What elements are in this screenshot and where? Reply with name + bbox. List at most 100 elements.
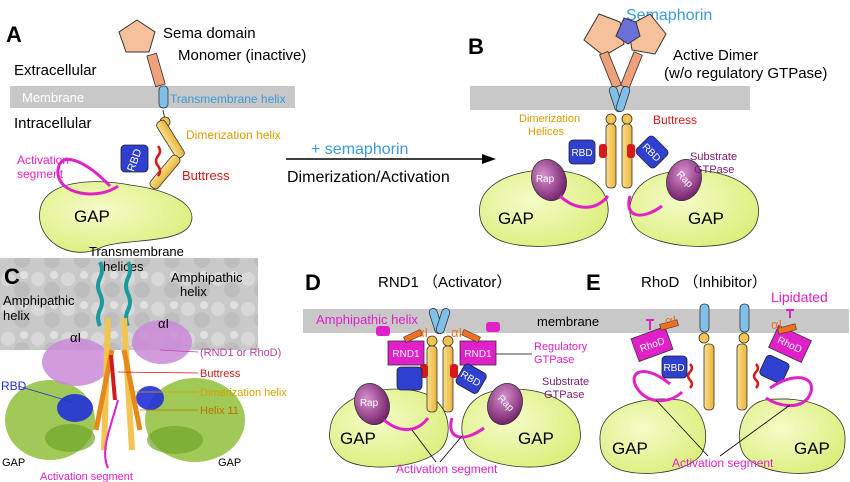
panel-d-title: RND1 （Activator）	[378, 274, 511, 291]
regulatory-label: Regulatory	[534, 341, 588, 353]
panel-label-b: B	[468, 34, 484, 59]
gap-label: GAP	[74, 207, 110, 226]
gap-cluster-shade-left	[45, 424, 95, 452]
rbd-label: RBD	[1, 379, 27, 393]
activation-leader-left	[411, 429, 437, 463]
membrane-label: Membrane	[22, 90, 84, 105]
panel-label-e: E	[586, 270, 601, 295]
panel-a: A Membrane Extracellular Intracellular S…	[6, 19, 306, 253]
helix-joint-right	[738, 332, 750, 344]
gtpase-label: GTPase	[694, 164, 734, 176]
transition-arrow: + semaphorin Dimerization/Activation	[286, 141, 496, 186]
buttress-right	[627, 144, 635, 158]
activation-segment-loop	[56, 158, 119, 196]
helix-left-label: helix	[3, 308, 30, 323]
activation-leader-right	[439, 435, 463, 463]
substrate-label: Substrate	[690, 151, 737, 163]
amphipathic-blob-left	[376, 326, 390, 336]
helix-joint-left	[426, 335, 438, 347]
helices-label: helices	[103, 259, 144, 274]
sema-domain-pentagon	[118, 19, 156, 53]
extracellular-label: Extracellular	[14, 62, 97, 79]
transmembrane-label: Transmembrane	[89, 244, 184, 259]
gap-domain	[39, 181, 193, 253]
alpha-i-left-label: αI	[665, 313, 676, 328]
gap-left	[599, 398, 707, 474]
rbd-left-label: RBD	[663, 363, 684, 374]
buttress-right	[752, 363, 760, 389]
alpha-i-left: αI	[70, 330, 81, 345]
transmembrane-helix-label: Transmembrane helix	[170, 92, 286, 106]
gap-cluster-shade-right	[147, 426, 203, 454]
buttress-leader	[117, 371, 199, 374]
substrate-gtpase-label: GTPase	[544, 389, 584, 401]
panel-label-d: D	[305, 270, 321, 295]
tm-helix-left	[96, 261, 104, 327]
arrowhead	[482, 154, 496, 164]
membrane-band	[10, 86, 295, 108]
activation-segment-left	[383, 417, 430, 431]
gap-right-label: GAP	[794, 439, 830, 458]
rbd-left	[396, 366, 423, 391]
alpha-i-right-label: αI	[451, 325, 462, 340]
helix-11	[149, 154, 181, 190]
alpha-i-left-label: αI	[417, 325, 428, 340]
tm-helix-right	[124, 261, 132, 327]
amphipathic-helix-label: Amphipathic helix	[316, 312, 418, 327]
tm-helix-right	[435, 308, 451, 334]
monomer-label: Monomer (inactive)	[178, 47, 306, 64]
helices-label: Helices	[528, 126, 565, 138]
rap-left-label: Rap	[536, 174, 555, 185]
lipid-anchor-left	[646, 319, 654, 330]
rhod-left	[630, 326, 674, 362]
helix-right-label: helix	[180, 284, 207, 299]
gap-left	[479, 169, 609, 247]
gap-left-label: GAP	[498, 209, 534, 228]
dimerization-helix-right	[736, 343, 748, 411]
panel-label-a: A	[6, 22, 22, 47]
rbd-left	[661, 355, 688, 379]
plus-semaphorin-label: + semaphorin	[311, 141, 408, 158]
amphipathic-blob-right	[486, 322, 500, 332]
rap-left	[531, 159, 567, 201]
transmembrane-helix	[158, 85, 169, 109]
panel-label-c: C	[4, 264, 20, 289]
gap-right-label: GAP	[518, 429, 554, 448]
alpha-i-right: αI	[158, 316, 169, 331]
buttress-squiggle	[154, 145, 162, 177]
sema-domain-label: Sema domain	[163, 25, 256, 42]
buttress-left	[686, 363, 694, 389]
rap-right	[487, 383, 523, 425]
rbd-left	[57, 394, 93, 422]
stalk-right	[620, 51, 643, 90]
rbd-left	[568, 139, 596, 165]
activation-label-2: segment	[17, 167, 64, 181]
rnd1-right	[459, 340, 497, 366]
tm-helix-left	[699, 303, 710, 333]
intracellular-label: Intracellular	[14, 115, 92, 132]
activation-leader-left	[655, 399, 709, 457]
buttress-label: Buttress	[182, 168, 230, 183]
gap-left-label: GAP	[612, 439, 648, 458]
buttress-right	[450, 364, 458, 378]
regulatory-gtpase-right	[132, 320, 192, 364]
lipidated-label: Lipidated	[771, 289, 828, 305]
dimerization-activation-label: Dimerization/Activation	[287, 169, 450, 186]
tm-helix-right	[615, 86, 631, 112]
buttress-label: Buttress	[200, 368, 241, 380]
rap-left	[354, 383, 390, 425]
regulatory-gtpase-label: GTPase	[534, 354, 574, 366]
gap-left-label: GAP	[340, 429, 376, 448]
wo-regulatory-label: (w/o regulatory GTPase)	[664, 65, 827, 82]
activation-leader-right	[719, 404, 791, 457]
membrane-label: membrane	[537, 314, 599, 329]
rbd-right	[759, 354, 790, 384]
dimerization-label: Dimerization	[519, 113, 580, 125]
helix-joint-right	[621, 113, 633, 125]
alpha-i-helix-right	[777, 323, 797, 335]
helix-11-left	[93, 349, 115, 431]
rbd-block	[120, 144, 149, 173]
alpha-i-helix-left	[403, 329, 423, 343]
rbd-right	[455, 363, 487, 394]
